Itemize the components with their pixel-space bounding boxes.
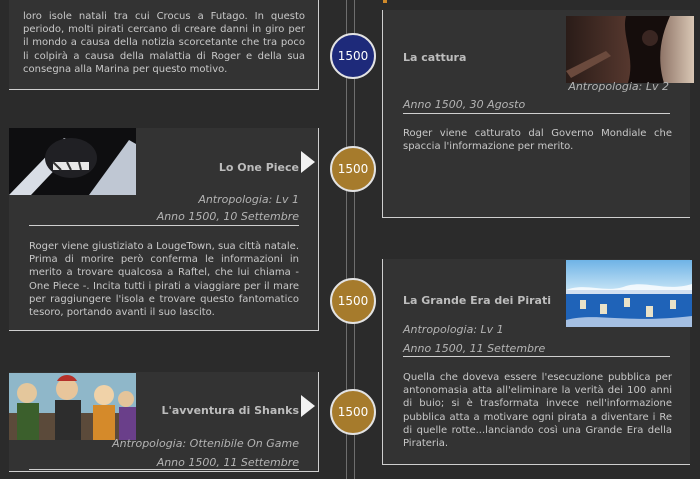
meta-divider xyxy=(403,356,670,357)
event-card-shanks: L'avventura di Shanks Antropologia: Otte… xyxy=(9,372,319,472)
event-level: Antropologia: Ottenibile On Game xyxy=(112,437,299,450)
year-marker-one-piece[interactable]: 1500 xyxy=(330,146,376,192)
timeline-axis-right xyxy=(354,0,355,479)
event-thumbnail-shanks xyxy=(9,373,136,440)
meta-divider xyxy=(403,113,670,114)
event-text: Roger viene catturato dal Governo Mondia… xyxy=(403,128,672,153)
year-marker-shanks[interactable]: 1500 xyxy=(330,389,376,435)
event-level: Antropologia: Lv 1 xyxy=(198,193,299,206)
meta-divider xyxy=(29,225,299,226)
event-level: Antropologia: Lv 2 xyxy=(568,80,669,93)
event-text: Roger viene giustiziato a LougeTown, sua… xyxy=(29,241,299,319)
event-thumbnail-cattura xyxy=(566,16,694,83)
year-marker-cattura[interactable]: 1500 xyxy=(330,33,376,79)
event-text: loro isole natali tra cui Crocus a Futag… xyxy=(23,11,305,75)
event-card-cattura: La cattura Antropologia: Lv 2 Anno 1500,… xyxy=(382,10,694,218)
event-date: Anno 1500, 11 Settembre xyxy=(403,342,546,355)
event-title: La cattura xyxy=(403,51,467,64)
event-card-one-piece: Lo One Piece Antropologia: Lv 1 Anno 150… xyxy=(9,128,319,331)
event-thumbnail-one-piece xyxy=(9,128,136,195)
pointer-right-icon xyxy=(301,395,315,417)
top-accent-mark xyxy=(383,0,387,3)
event-title: La Grande Era dei Pirati xyxy=(403,294,551,307)
event-date: Anno 1500, 11 Settembre xyxy=(156,456,299,469)
event-card-grande-era: La Grande Era dei Pirati Antropologia: L… xyxy=(382,259,692,465)
meta-divider xyxy=(29,469,299,470)
event-title: L'avventura di Shanks xyxy=(161,404,299,417)
event-thumbnail-grande-era xyxy=(566,260,692,327)
year-marker-grande-era[interactable]: 1500 xyxy=(330,278,376,324)
event-title: Lo One Piece xyxy=(218,161,299,174)
event-date: Anno 1500, 30 Agosto xyxy=(403,98,526,111)
pointer-right-icon xyxy=(301,151,315,173)
event-date: Anno 1500, 10 Settembre xyxy=(156,210,299,223)
event-text: Quella che doveva essere l'esecuzione pu… xyxy=(403,372,672,450)
event-level: Antropologia: Lv 1 xyxy=(403,323,504,336)
timeline-axis-left xyxy=(346,0,347,479)
event-card-crocus: loro isole natali tra cui Crocus a Futag… xyxy=(9,0,319,90)
